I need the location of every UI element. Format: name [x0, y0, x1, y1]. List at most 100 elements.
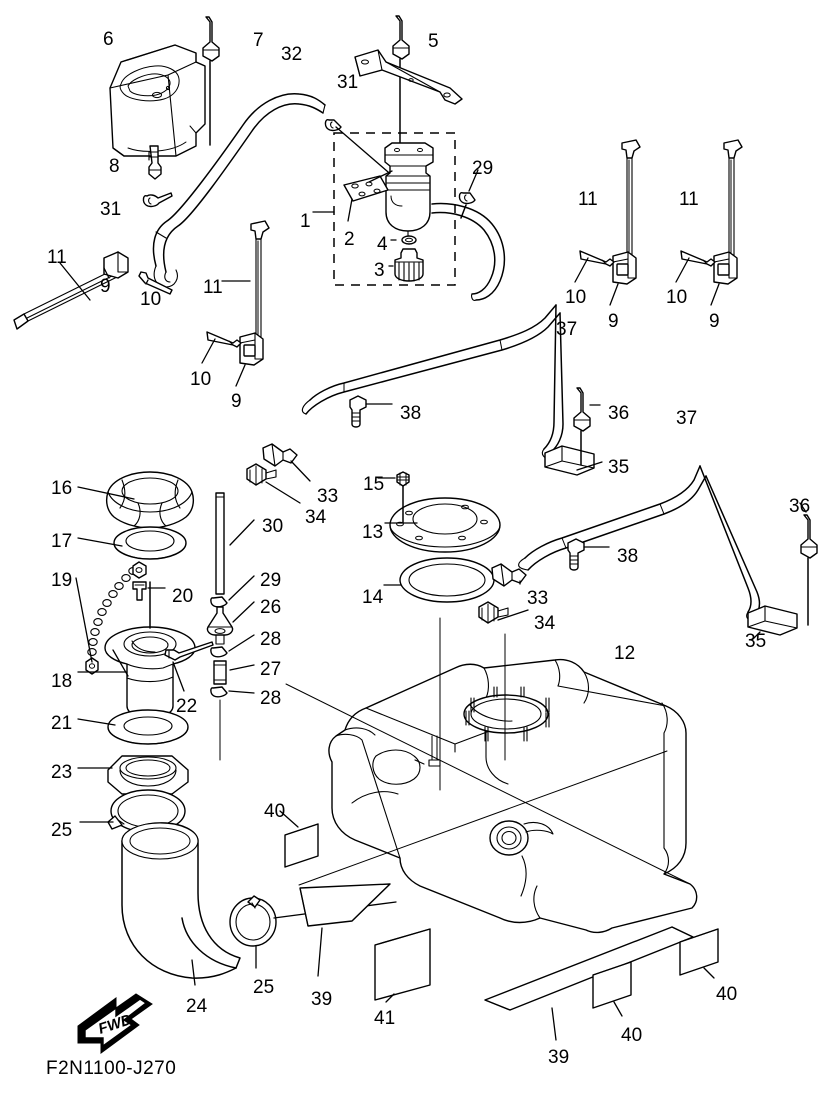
callout-number: 24 — [186, 996, 208, 1017]
callout-number: 11 — [679, 189, 699, 210]
callout-number: 17 — [51, 531, 73, 552]
part-39-strip-right — [484, 926, 694, 1041]
part-3-cup — [388, 248, 424, 282]
part-40-label-a — [279, 810, 319, 868]
part-28-clip-upper — [210, 634, 255, 658]
callout-number: 19 — [51, 570, 73, 591]
part-10-screw-mid — [201, 331, 242, 364]
part-28-clip-lower — [210, 686, 255, 698]
part-9-clamp-right-a — [609, 251, 637, 306]
part-41-label — [374, 928, 431, 1003]
callout-number: 10 — [565, 287, 587, 308]
part-9-clamp-right-b — [710, 251, 738, 306]
callout-number: 40 — [621, 1025, 643, 1046]
callout-number: 16 — [51, 478, 73, 499]
callout-number: 9 — [608, 311, 619, 332]
part-2-plate — [343, 170, 393, 222]
part-8-screw — [148, 145, 162, 180]
part-35-holder-upper — [544, 445, 603, 476]
fuel-filter-body — [384, 142, 434, 240]
part-25-clamp-lower — [229, 895, 397, 969]
part-19-chain — [75, 561, 147, 675]
callout-number: 29 — [472, 158, 494, 179]
callout-number: 37 — [676, 408, 698, 429]
callout-number: 1 — [300, 211, 311, 232]
callout-number: 34 — [534, 613, 556, 634]
callout-number: 41 — [374, 1008, 396, 1029]
part-11-tie-right-b — [723, 139, 743, 257]
fwd-arrow — [77, 993, 153, 1054]
callout-number: 6 — [103, 29, 114, 50]
part-36-screw-upper — [573, 387, 601, 466]
callout-number: 18 — [51, 671, 73, 692]
callout-number: 29 — [260, 570, 282, 591]
callout-number: 2 — [344, 229, 355, 250]
part-15-nut — [377, 471, 410, 523]
part-13-flange — [384, 497, 501, 553]
callout-number: 39 — [311, 989, 333, 1010]
callout-number: 15 — [363, 474, 385, 495]
callout-number: 34 — [305, 507, 327, 528]
part-38-bolt-upper — [349, 395, 393, 428]
part-33-joint-upper — [262, 443, 311, 482]
callout-number: 5 — [428, 31, 439, 52]
callout-number: 31 — [100, 199, 122, 220]
callout-number: 7 — [253, 30, 264, 51]
part-6-canister — [109, 44, 206, 161]
part-31-clip-right — [324, 119, 396, 179]
part-21-washer — [77, 709, 189, 745]
part-30-pipe — [215, 492, 255, 595]
callout-number: 35 — [745, 631, 767, 652]
part-10-screw-right-b — [675, 250, 716, 283]
callout-number: 36 — [608, 403, 630, 424]
callout-number: 21 — [51, 713, 73, 734]
filter-bracket — [354, 49, 463, 105]
part-10-screw-left — [138, 271, 173, 295]
callout-number: 37 — [556, 319, 578, 340]
part-37-hose-right — [518, 465, 761, 622]
part-22-vent — [164, 641, 214, 692]
callout-number: 3 — [374, 260, 385, 281]
tank-flange-studs — [465, 686, 550, 742]
section-line-b — [298, 750, 668, 886]
callout-number: 26 — [260, 597, 282, 618]
callout-number: 39 — [548, 1047, 570, 1068]
callout-number: 30 — [262, 516, 284, 537]
callout-number: 23 — [51, 762, 73, 783]
callout-number: 32 — [281, 44, 303, 65]
part-33-joint-lower — [491, 563, 527, 587]
callout-number: 40 — [264, 801, 286, 822]
callout-number: 38 — [400, 403, 422, 424]
part-11-tie-right-a — [621, 139, 641, 257]
callout-number: 33 — [527, 588, 549, 609]
part-38-bolt-lower — [567, 538, 610, 571]
callout-number: 12 — [614, 643, 636, 664]
callout-number: 11 — [578, 189, 598, 210]
diagram-code: F2N1100-J270 — [46, 1058, 177, 1079]
part-7-screw — [202, 16, 220, 146]
part-40-label-b — [592, 961, 632, 1017]
part-25-clamp-upper — [79, 789, 186, 833]
part-27-hose-short — [213, 660, 255, 685]
callout-number: 36 — [789, 496, 811, 517]
part-39-strip-left — [299, 883, 391, 977]
callout-number: 28 — [260, 629, 282, 650]
callout-number: 25 — [51, 820, 73, 841]
part-37-hose-left — [301, 304, 564, 459]
part-29-clip — [458, 169, 479, 219]
assembly-1-dashed-box — [333, 132, 456, 286]
part-24-hose — [121, 822, 241, 986]
part-16-cap — [77, 471, 195, 529]
callout-number: 9 — [709, 311, 720, 332]
part-36-screw-lower — [799, 502, 818, 626]
part-17-gasket — [77, 526, 187, 560]
part-34-plug-upper — [246, 463, 301, 504]
callout-number: 10 — [140, 289, 162, 310]
callout-number: 33 — [317, 486, 339, 507]
part-9-clamp-left — [103, 251, 129, 279]
callout-number: 38 — [617, 546, 639, 567]
callout-number: 40 — [716, 984, 738, 1005]
callout-number: 14 — [362, 587, 384, 608]
